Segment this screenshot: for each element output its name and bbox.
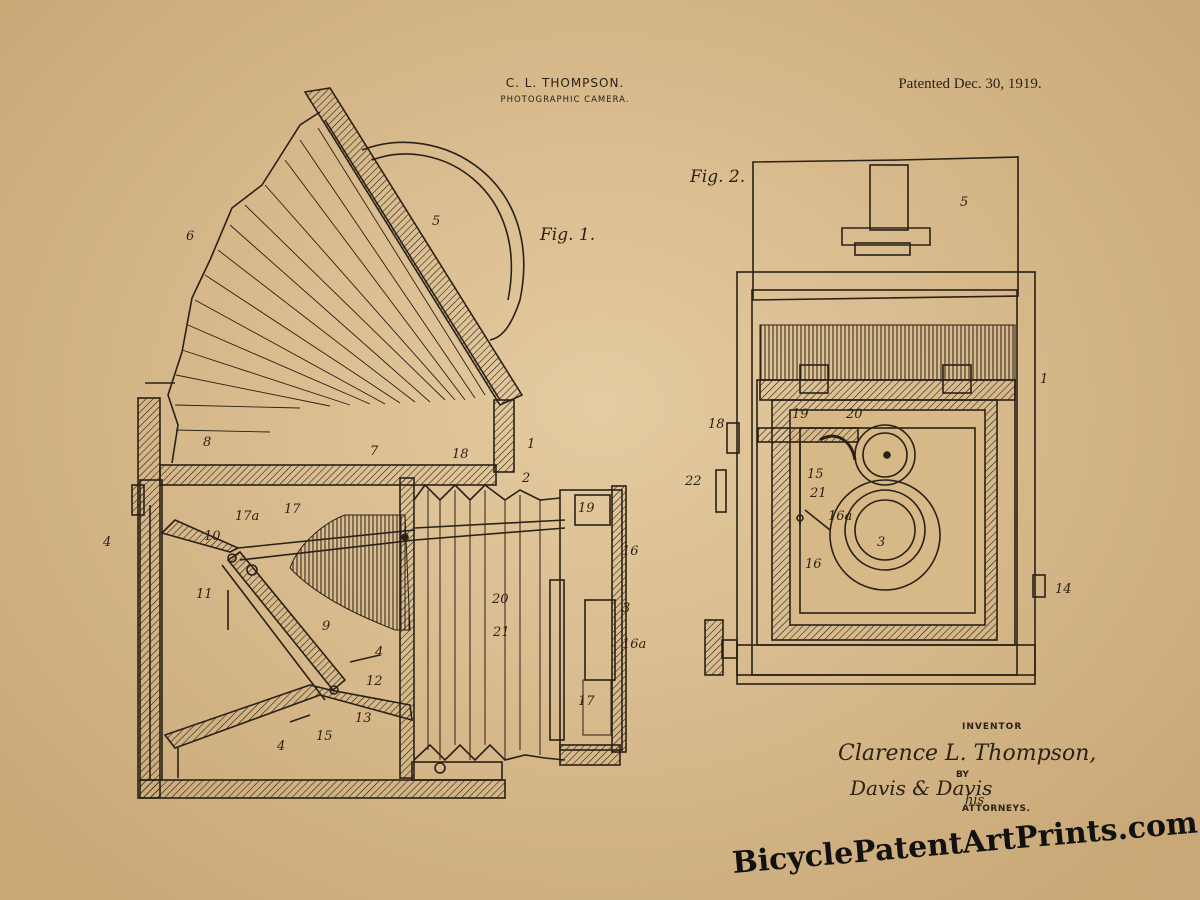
ref2-20: 20	[845, 407, 863, 422]
ref-17: 17	[284, 502, 301, 517]
ref2-1: 1	[1040, 372, 1048, 387]
attorneys-caption: ATTORNEYS.	[962, 804, 1030, 814]
ref-4b: 4	[374, 645, 383, 660]
ref-10: 10	[204, 529, 221, 544]
ref2-16a: 16a	[828, 509, 852, 524]
figure-2	[705, 157, 1045, 684]
ref2-22: 22	[684, 474, 702, 489]
ref-17a: 17a	[235, 509, 259, 524]
inventor-caption: INVENTOR	[962, 722, 1022, 732]
ref2-14: 14	[1055, 582, 1072, 597]
ref2-18: 18	[708, 417, 725, 432]
ref-21: 21	[492, 625, 510, 640]
ref-5: 5	[432, 214, 440, 229]
fig2-caption: Fig. 2.	[689, 167, 745, 187]
ref-14: 15	[316, 729, 333, 744]
ref2-5: 5	[960, 195, 968, 210]
ref-11: 11	[196, 587, 213, 602]
ref-18: 18	[452, 447, 469, 462]
ref2-15: 15	[807, 467, 824, 482]
ref-4: 4	[102, 535, 111, 550]
ref-13: 13	[355, 711, 372, 726]
ref-19: 19	[578, 501, 595, 516]
ref-1: 1	[527, 437, 535, 452]
ref-2: 2	[521, 471, 530, 486]
ref2-21: 21	[809, 486, 827, 501]
by-caption: BY	[956, 770, 969, 780]
ref-12: 12	[366, 674, 383, 689]
ref-15: 16	[622, 544, 639, 559]
inventor-signature: Clarence L. Thompson,	[838, 741, 1096, 766]
ref-7: 7	[370, 444, 379, 459]
ref-6: 6	[186, 229, 194, 244]
ref-16a: 17	[578, 694, 595, 709]
ref-8: 8	[203, 435, 211, 450]
ref-4c: 4	[276, 739, 285, 754]
ref2-16: 16	[805, 557, 822, 572]
fig1-caption: Fig. 1.	[539, 225, 595, 245]
ref2-3: 3	[877, 535, 885, 550]
ref-20: 20	[491, 592, 509, 607]
ref2-19: 19	[792, 407, 809, 422]
ref-16: 16a	[622, 637, 646, 652]
ref-3: 3	[622, 601, 630, 616]
ref-9: 9	[322, 619, 330, 634]
